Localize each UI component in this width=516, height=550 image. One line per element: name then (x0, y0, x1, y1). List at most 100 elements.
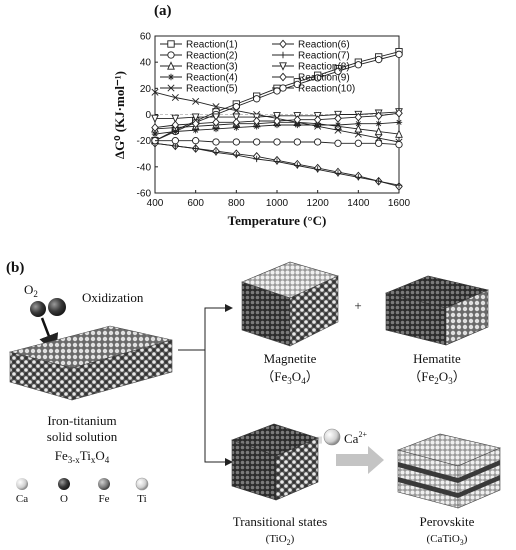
data-point (151, 130, 159, 138)
data-point (151, 114, 159, 124)
legend-ca: Ca (16, 493, 28, 505)
data-point (171, 114, 180, 124)
data-point (314, 121, 321, 129)
data-point (192, 145, 199, 152)
data-point (232, 107, 240, 115)
legend-label: Reaction(6) (298, 40, 350, 51)
hematite-lattice (385, 275, 489, 346)
data-point (334, 170, 342, 177)
data-point (313, 115, 322, 125)
data-point (375, 139, 383, 147)
data-point (167, 73, 175, 81)
data-point (395, 119, 403, 126)
legend-entry: Reaction(7) (272, 51, 350, 62)
data-point (355, 120, 362, 127)
data-point (191, 119, 200, 129)
data-point (233, 151, 240, 159)
data-point (167, 84, 175, 92)
data-point (253, 123, 260, 130)
legend-entry: Reaction(4) (160, 73, 238, 84)
source-title-line1: Iron-titanium (47, 413, 116, 428)
data-point (212, 113, 220, 122)
data-point (151, 123, 159, 132)
data-point (252, 116, 261, 126)
legend-entry: Reaction(10) (272, 84, 355, 95)
hematite-label: Hematite (413, 351, 461, 366)
data-point (374, 126, 383, 136)
series-line (154, 142, 400, 187)
data-point (171, 93, 179, 102)
x-tick-label: 800 (228, 198, 245, 209)
series-layer (151, 48, 403, 191)
data-point (279, 84, 287, 92)
data-point (279, 39, 287, 49)
x-tick-label: 1600 (388, 198, 411, 209)
y-tick-label: 0 (145, 110, 151, 121)
conversion-arrow (336, 446, 384, 474)
transition-label: Transitional states (233, 514, 328, 529)
data-point (314, 138, 322, 146)
data-point (354, 124, 363, 133)
legend-entry: Reaction(9) (272, 73, 350, 84)
legend-ti: Ti (137, 493, 146, 505)
data-point (334, 126, 342, 134)
data-point (334, 114, 342, 123)
data-point (171, 137, 179, 145)
data-point (167, 51, 175, 59)
data-point (334, 67, 342, 75)
data-point (375, 134, 383, 142)
y-tick-label: 20 (140, 84, 152, 95)
legend-label: Reaction(3) (186, 62, 238, 73)
data-point (232, 117, 241, 127)
legend-label: Reaction(4) (186, 73, 238, 84)
ti-atom-swatch (135, 477, 149, 491)
y-axis-title: ΔG⁰ (KJ·mol⁻¹) (112, 71, 127, 159)
data-point (395, 50, 403, 58)
legend-label: Reaction(7) (298, 51, 350, 62)
data-point (151, 88, 159, 96)
hematite-formula: （Fe2O3） (408, 369, 465, 386)
data-point (273, 116, 281, 126)
perovskite-formula: (CaTiO3) (427, 533, 468, 547)
x-tick-label: 1200 (307, 198, 330, 209)
ca-atom-swatch (16, 478, 28, 490)
arrow-to-transition (204, 350, 233, 466)
data-point (212, 125, 220, 133)
legend-label: Reaction(8) (298, 62, 350, 73)
series-7 (151, 140, 403, 189)
y-tick-label: -40 (137, 162, 152, 173)
x-tick-label: 400 (147, 198, 164, 209)
data-point (354, 61, 362, 69)
data-point (354, 139, 362, 147)
data-point (167, 40, 175, 48)
data-point (293, 138, 301, 146)
perovskite-label: Perovskite (420, 514, 475, 529)
data-point (314, 166, 321, 173)
legend-label: Reaction(1) (186, 40, 238, 51)
data-point (167, 61, 175, 70)
x-tick-label: 1400 (347, 198, 370, 209)
oxidization-label: Oxidization (82, 290, 144, 305)
data-point (279, 72, 287, 82)
data-point (273, 87, 281, 95)
y-tick-label: 60 (140, 32, 152, 43)
data-point (273, 138, 281, 146)
data-point (294, 162, 301, 169)
oxidation-diagram: O2 Oxidization Iron-titanium solid solut… (8, 261, 501, 547)
data-point (212, 149, 220, 156)
data-point (253, 138, 261, 146)
transition-lattice (231, 423, 319, 501)
series-8 (151, 108, 403, 124)
data-point (395, 129, 403, 138)
panel-b-label: (b) (6, 260, 25, 276)
data-point (293, 115, 302, 125)
perovskite-lattice (397, 433, 501, 509)
calcium-ion-label: Ca2+ (344, 430, 367, 446)
data-point (354, 130, 362, 138)
data-point (253, 95, 261, 103)
data-point (172, 128, 179, 135)
data-point (334, 121, 342, 129)
